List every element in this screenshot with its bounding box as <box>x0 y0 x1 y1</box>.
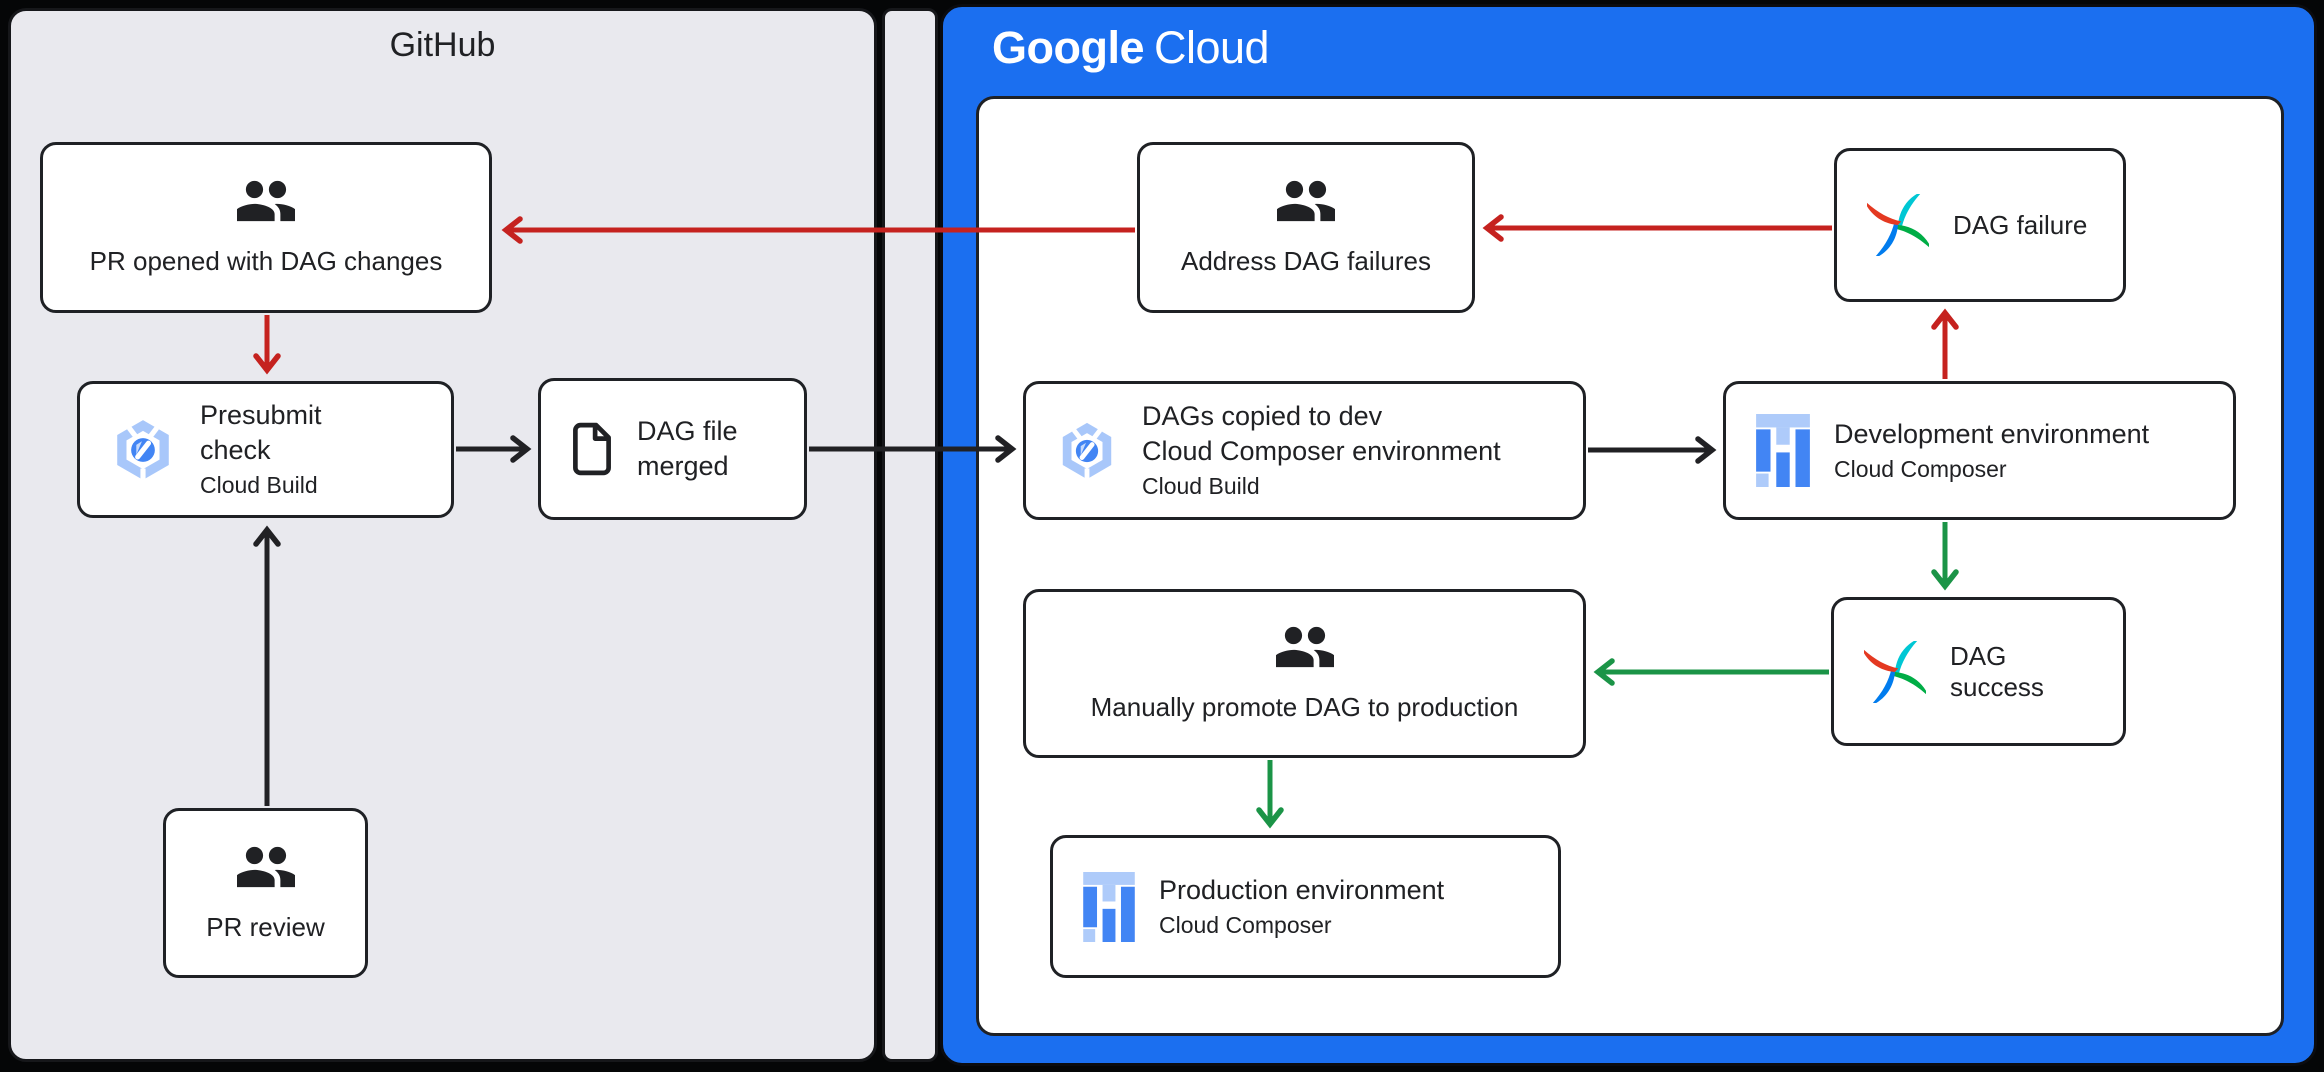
node-label: Presubmit <box>200 400 322 430</box>
node-presubmit-check: Presubmit check Cloud Build <box>77 381 454 518</box>
document-icon <box>573 422 611 476</box>
node-sublabel: Cloud Composer <box>1159 911 1332 938</box>
node-dag-success: DAG success <box>1831 597 2126 746</box>
node-label: check <box>200 435 271 465</box>
node-development-environment: Development environment Cloud Composer <box>1723 381 2236 520</box>
node-label: Address DAG failures <box>1181 246 1431 276</box>
google-cloud-logo-cloud: Cloud <box>1154 22 1270 73</box>
node-label: DAGs copied to dev <box>1142 401 1383 431</box>
cloud-build-icon <box>117 419 169 480</box>
node-label: DAG failure <box>1953 209 2088 240</box>
airflow-icon <box>1867 194 1929 256</box>
node-sublabel: Cloud Composer <box>1834 455 2007 482</box>
github-panel-title: GitHub <box>389 26 496 64</box>
node-address-dag-failures: Address DAG failures <box>1137 142 1475 313</box>
node-label: PR opened with DAG changes <box>89 246 443 276</box>
panel-divider-strip <box>882 8 938 1062</box>
node-label: merged <box>637 451 729 481</box>
google-cloud-logo-google: Google <box>992 22 1145 73</box>
people-icon <box>1275 626 1334 668</box>
node-sublabel: Cloud Build <box>200 472 318 498</box>
people-icon <box>237 180 295 222</box>
node-label: DAG file <box>637 416 738 446</box>
node-dag-failure: DAG failure <box>1834 148 2126 302</box>
node-label: PR review <box>206 911 325 942</box>
node-label: Manually promote DAG to production <box>1090 692 1519 722</box>
people-icon <box>236 846 295 887</box>
airflow-icon <box>1864 640 1926 703</box>
node-label: Production environment <box>1159 874 1445 905</box>
node-dag-file-merged: DAG file merged <box>538 378 807 520</box>
node-sublabel: Cloud Build <box>1142 473 1260 499</box>
cloud-composer-icon <box>1083 871 1135 942</box>
node-manually-promote-dag: Manually promote DAG to production <box>1023 589 1586 758</box>
node-label: DAG success <box>1950 640 2044 702</box>
node-production-environment: Production environment Cloud Composer <box>1050 835 1561 978</box>
node-label: Cloud Composer environment <box>1142 436 1501 466</box>
node-pr-review: PR review <box>163 808 368 978</box>
node-label: Development environment <box>1834 418 2150 449</box>
cloud-composer-icon <box>1756 414 1810 487</box>
node-pr-opened: PR opened with DAG changes <box>40 142 492 313</box>
node-dags-copied-to-dev: DAGs copied to dev Cloud Composer enviro… <box>1023 381 1586 520</box>
cloud-build-icon <box>1062 422 1112 479</box>
people-icon <box>1277 180 1335 222</box>
